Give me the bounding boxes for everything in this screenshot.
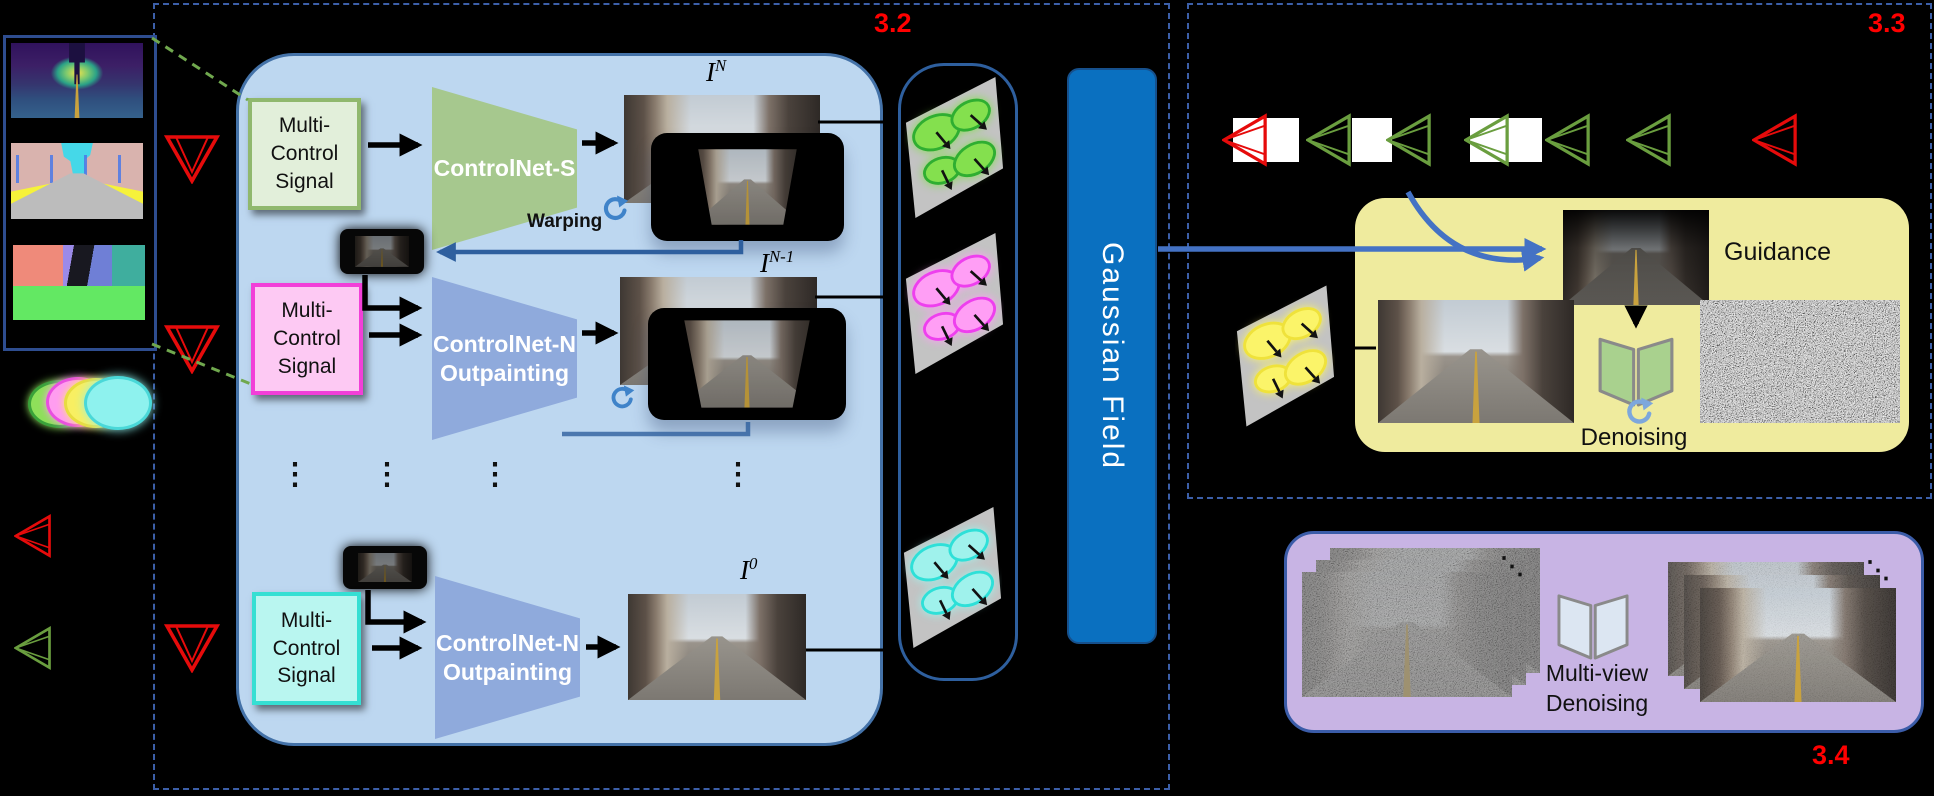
section-3-4-label: 3.4 <box>1812 740 1850 770</box>
multiview-unet-icon <box>1557 594 1629 660</box>
semantic-lampposts <box>16 155 138 183</box>
camera-frustum-row1-icon <box>165 135 219 183</box>
rendered-view-bar-2 <box>1352 118 1392 162</box>
noisy-stack-ellipsis: ⋱ <box>1500 553 1524 580</box>
image-label-0: I0 <box>740 554 757 586</box>
trajectory-camera-red-1-icon <box>1222 114 1267 166</box>
warped-view-n1 <box>648 308 846 420</box>
image-label-n: IN <box>706 56 726 88</box>
image-label-n1: IN-1 <box>760 247 794 279</box>
trajectory-camera-green-3-icon <box>1464 114 1509 166</box>
normal-map-image <box>13 245 145 320</box>
section-3-2-box <box>153 3 1170 790</box>
semantic-map-image <box>11 143 143 219</box>
vertical-ellipsis-3: ⋮ <box>480 458 510 491</box>
multi-control-signal-box-3: Multi- Control Signal <box>252 592 361 705</box>
warped-thumbnail-2 <box>343 546 427 589</box>
gaussian-column <box>898 63 1018 681</box>
gaussians-yellow <box>1235 278 1335 433</box>
trajectory-camera-green-5-icon <box>1626 114 1671 166</box>
trajectory-camera-red-2-icon <box>1752 114 1797 166</box>
green-camera-icon <box>14 627 51 669</box>
image-label-0-sup: 0 <box>749 554 758 573</box>
vertical-ellipsis-4: ⋮ <box>723 458 753 491</box>
noisy-view-front <box>1302 572 1512 697</box>
warped-thumbnail-1-street <box>355 236 409 267</box>
camera-frustum-row3-icon <box>165 624 219 672</box>
image-label-n1-base: I <box>760 248 769 278</box>
noise-overlay <box>1700 588 1896 702</box>
clean-stack-ellipsis: ⋱ <box>1866 557 1890 584</box>
gaussian-field-bar: Gaussian Field <box>1067 68 1157 644</box>
trajectory-camera-green-4-icon <box>1545 114 1590 166</box>
warping-label: Warping <box>527 211 603 232</box>
camera-frustum-row2-icon <box>165 325 219 373</box>
gaussian-field-label: Gaussian Field <box>1096 241 1129 471</box>
trajectory-camera-green-1-icon <box>1306 114 1351 166</box>
image-label-n1-sup: N-1 <box>769 247 795 266</box>
warped-street-n1 <box>684 320 810 408</box>
warped-thumbnail-1 <box>340 229 424 274</box>
multi-control-signal-box-2: Multi- Control Signal <box>251 283 363 395</box>
warping-cycle-2-icon <box>611 384 636 409</box>
gaussian-legend <box>28 372 152 430</box>
noise-overlay <box>1302 572 1512 697</box>
guidance-render-darkening <box>1563 210 1709 305</box>
guidance-label: Guidance <box>1724 238 1832 266</box>
generated-image-0 <box>628 594 806 700</box>
noise-texture <box>1700 300 1900 423</box>
image-label-n-sup: N <box>715 56 727 75</box>
cyan-ellipse-icon <box>84 376 152 430</box>
vertical-ellipsis-2: ⋮ <box>372 458 402 491</box>
noise-image <box>1700 300 1900 423</box>
image-label-n-base: I <box>706 57 715 87</box>
guidance-render-image <box>1563 210 1709 305</box>
multi-control-signal-box-1: Multi- Control Signal <box>248 98 361 210</box>
gaussians-magenta <box>904 228 1004 378</box>
gaussians-cyan <box>902 502 1002 652</box>
multiview-label-line1: Multi-view <box>1545 660 1649 686</box>
guidance-photo-image <box>1378 300 1574 423</box>
warped-thumbnail-2-street <box>358 552 412 583</box>
warping-cycle-icon <box>598 194 630 224</box>
trajectory-camera-green-2-icon <box>1386 114 1431 166</box>
vertical-ellipsis-1: ⋮ <box>280 458 310 491</box>
warped-street-n <box>698 149 797 225</box>
red-camera-icon <box>14 515 51 557</box>
gaussians-green <box>904 72 1004 222</box>
image-label-0-base: I <box>740 555 749 585</box>
section-3-2-label: 3.2 <box>874 8 912 38</box>
denoising-label: Denoising <box>1580 424 1688 451</box>
multiview-label-line2: Denoising <box>1545 690 1649 716</box>
warped-view-n <box>651 133 844 241</box>
clean-view-front <box>1700 588 1896 702</box>
depth-map-image <box>11 43 143 118</box>
section-3-3-label: 3.3 <box>1868 8 1906 38</box>
